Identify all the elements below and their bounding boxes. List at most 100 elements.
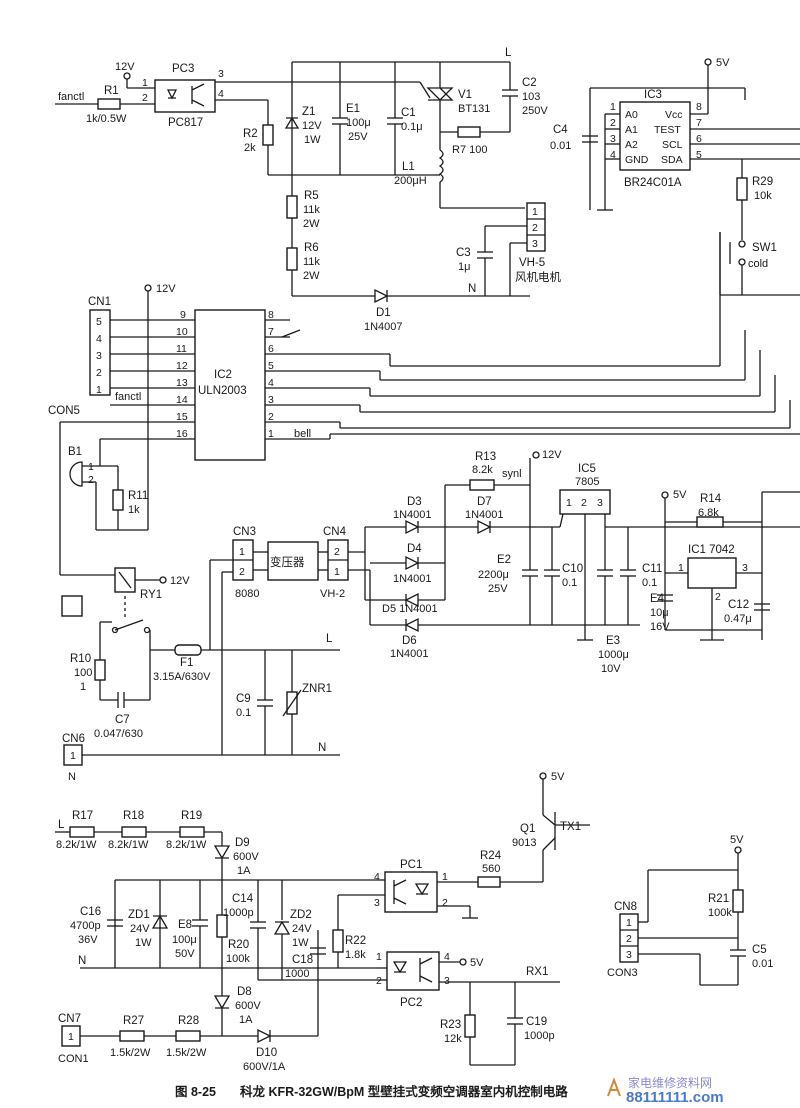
ic3-pin-6: 6 [696,133,702,145]
driver-ic2 [194,309,266,461]
label-r2-value: 2k [244,142,256,154]
label-d9-current: 1A [237,865,251,877]
label-d3-part: 1N4001 [393,509,432,521]
pc3-pin-4: 4 [218,88,224,100]
label-v1-ref: V1 [458,89,472,101]
label-cn7-ref: CN7 [58,1013,81,1025]
ic3-pin-2: 2 [610,117,616,129]
label-q1-ref: Q1 [520,823,535,835]
label-5v-q1: 5V [551,771,565,783]
pc1-pin-3: 3 [374,897,380,909]
label-pc2-ref: PC2 [400,997,422,1009]
resistor-r18 [121,826,147,838]
watermark-icon [607,1077,621,1097]
resistor-r2 [262,124,274,146]
fan-control-section: 12V fanctl R1 1k/0.5W PC3 PC817 1 2 3 4 … [55,47,561,333]
diode-d1 [374,288,389,304]
label-12v-r13: 12V [542,449,562,461]
label-c2-voltage: 250V [522,105,548,117]
label-r13-ref: R13 [475,451,496,463]
label-z1-watt: 1W [304,134,321,146]
resistor-r28 [175,1030,201,1042]
label-e4-value: 10μ [650,607,669,619]
pc1-pin-1: 1 [442,871,448,883]
label-cn6-ref: CN6 [62,733,85,745]
label-e8-voltage: 50V [175,948,195,960]
label-e2-voltage: 25V [488,583,508,595]
vh5-pin-2: 2 [532,222,538,234]
label-l-top: L [505,47,512,59]
label-r17-ref: R17 [72,810,93,822]
label-5v-cn8: 5V [730,834,744,846]
terminal-5v-cn8 [734,846,742,854]
label-c9-ref: C9 [236,693,251,705]
label-c9-value: 0.1 [236,707,251,719]
label-fanctl-ic2: fanctl [115,391,141,403]
label-ic1-ref: IC1 7042 [688,544,735,556]
ic3-pin-3: 3 [610,133,616,145]
cn4-pin-1: 1 [334,566,340,578]
label-l-bot: L [58,819,65,831]
label-r18-value: 8.2k/1W [108,839,149,851]
resistor-r21 [732,889,744,913]
ic2-pin-13: 13 [176,377,188,389]
eeprom-section: 5V IC3 BR24C01A A0 A1 A2 GND Vcc TEST SC… [550,57,800,296]
cn4-pin-2: 2 [334,546,340,558]
zener-zd2 [273,920,291,935]
pc2-pin-4: 4 [444,951,450,963]
fuse-f1 [174,644,202,656]
ic3-sda: SDA [661,154,683,166]
label-e3-value: 1000μ [598,649,629,661]
label-r22-value: 1.8k [345,949,366,961]
label-c12-value: 0.47μ [724,613,752,625]
label-r20-value: 100k [226,953,250,965]
label-c4-value: 0.01 [550,140,571,152]
cn3-pin-2: 2 [239,566,245,578]
ic2-pin-12: 12 [176,360,188,372]
label-d8-current: 1A [239,1014,253,1026]
resistor-r29 [736,177,748,201]
label-ic5-part: 7805 [575,476,599,488]
buzzer-b1 [69,461,83,487]
label-d5-ref: D5 1N4001 [382,603,438,615]
label-f1-value: 3.15A/630V [153,671,211,683]
cn8-pin-1: 1 [626,917,632,929]
ic3-pin-4: 4 [610,149,616,161]
reset-ic1 [687,557,737,589]
resistor-r11 [112,489,124,511]
label-r28-ref: R28 [178,1015,199,1027]
label-c10-ref: C10 [562,563,583,575]
label-n-fan: N [468,283,476,295]
ic2-pin-9: 9 [180,309,186,321]
label-n-mid: N [318,742,326,754]
label-d1-ref: D1 [376,307,391,319]
label-d9-ref: D9 [235,837,250,849]
cn1-pin-1: 1 [96,384,102,396]
label-ry1-ref: RY1 [140,589,162,601]
label-d6-part: 1N4001 [390,648,429,660]
label-c7-value: 0.047/630 [94,728,143,740]
label-cn4-part: VH-2 [320,588,345,600]
label-e2-value: 2200μ [478,569,509,581]
label-c14-ref: C14 [232,893,254,905]
label-e1-voltage: 25V [348,131,368,143]
communication-section: 5V TX1 Q1 9013 L R17 8.2k/1W R18 8.2k/1W… [55,771,590,1073]
diode-d8 [213,995,231,1010]
label-rx1: RX1 [526,966,548,978]
resistor-r7 [457,126,481,138]
label-con1: CON1 [58,1053,89,1065]
diode-d10 [257,1028,272,1044]
label-fan-motor: 风机电机 [515,270,561,284]
watermark-logo: 家电维修资料网 88111111.com [604,1074,794,1104]
label-r23-ref: R23 [440,1019,461,1031]
pc1-phototransistor-icon [393,879,407,905]
watermark-site: 家电维修资料网 [628,1075,712,1090]
ic2-pin-15: 15 [176,411,188,423]
label-v1-part: BT131 [458,103,490,115]
label-ic2-part: ULN2003 [198,385,247,397]
resistor-r6 [286,247,298,271]
zener-z1 [284,116,300,129]
label-znr1-ref: ZNR1 [302,683,332,695]
diode-d4 [405,555,420,571]
label-zd2-voltage: 24V [292,923,312,935]
